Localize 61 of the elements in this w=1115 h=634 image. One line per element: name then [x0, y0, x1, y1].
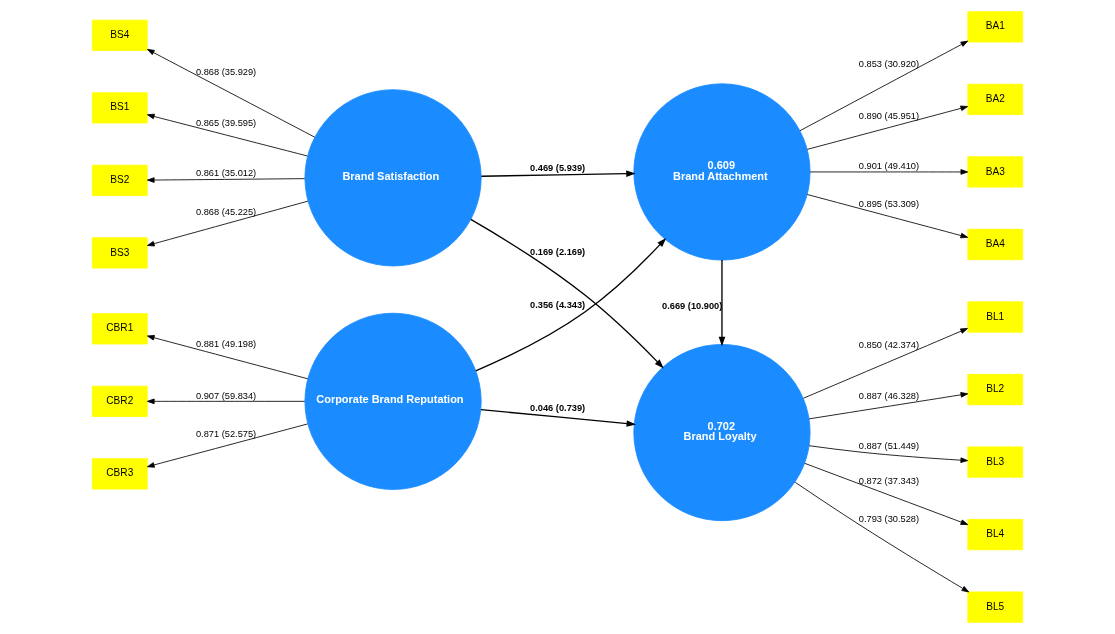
node-circle: Corporate Brand Reputation — [304, 312, 482, 490]
arrow — [147, 48, 316, 138]
edge-label: 0.868 (35.929) — [195, 66, 257, 77]
edge-label: 0.907 (59.834) — [195, 390, 257, 401]
node-box: CBR2 — [91, 385, 148, 417]
edge-label: 0.469 (5.939) — [530, 162, 586, 173]
arrow — [470, 218, 664, 369]
arrow — [475, 237, 667, 372]
edge-label: 0.890 (45.951) — [858, 110, 920, 121]
arrow — [808, 392, 969, 420]
node-box: BA3 — [967, 156, 1024, 188]
node-circle: 0.702 Brand Loyalty — [633, 344, 811, 522]
arrow — [147, 335, 309, 380]
edge-label: 0.872 (37.343) — [858, 475, 920, 486]
arrow — [804, 462, 969, 525]
arrow — [799, 40, 969, 132]
arrow — [806, 105, 969, 150]
node-box: BL4 — [967, 519, 1024, 551]
edge-label: 0.887 (46.328) — [858, 391, 920, 402]
edge-label: 0.793 (30.528) — [858, 513, 920, 524]
node-box: BS2 — [91, 164, 148, 196]
arrow — [147, 398, 306, 405]
node-box: BA1 — [967, 11, 1024, 43]
node-box: BL1 — [967, 301, 1024, 333]
arrow — [147, 423, 309, 468]
edge-label: 0.356 (4.343) — [530, 300, 586, 311]
edge-label: 0.850 (42.374) — [858, 340, 920, 351]
node-box: BS1 — [91, 92, 148, 124]
arrow — [480, 408, 637, 427]
arrow — [794, 481, 970, 593]
edge-label: 0.881 (49.198) — [195, 339, 257, 350]
edge-label: 0.861 (35.012) — [195, 167, 257, 178]
arrow — [809, 169, 969, 175]
arrow — [480, 170, 636, 177]
arrow — [806, 194, 969, 239]
node-box: BL3 — [967, 446, 1024, 478]
edge-label: 0.887 (51.449) — [858, 441, 920, 452]
edge-label: 0.853 (30.920) — [858, 59, 920, 70]
node-box: BA2 — [967, 83, 1024, 115]
edge-label: 0.169 (2.169) — [530, 247, 586, 258]
edge-label: 0.895 (53.309) — [858, 199, 920, 210]
arrow — [718, 259, 726, 347]
edge-label: 0.871 (52.575) — [195, 428, 257, 439]
node-box: BL5 — [967, 591, 1024, 623]
edge-label: 0.868 (45.225) — [195, 206, 257, 217]
edge-label: 0.046 (0.739) — [530, 403, 586, 414]
arrow — [147, 200, 309, 247]
node-box: BS3 — [91, 237, 148, 269]
node-circle: 0.609 Brand Attachment — [633, 83, 811, 261]
node-box: BS4 — [91, 19, 148, 51]
edge-label: 0.901 (49.410) — [858, 161, 920, 172]
arrow — [808, 445, 969, 463]
node-box: CBR1 — [91, 313, 148, 345]
node-box: BA4 — [967, 228, 1024, 261]
node-box: CBR3 — [91, 458, 148, 490]
node-box: BL2 — [967, 373, 1024, 406]
arrow — [803, 328, 968, 399]
edge-label: 0.865 (39.595) — [195, 118, 257, 129]
node-circle: Brand Satisfaction — [304, 89, 482, 267]
arrow — [147, 113, 308, 157]
arrow — [147, 177, 306, 183]
